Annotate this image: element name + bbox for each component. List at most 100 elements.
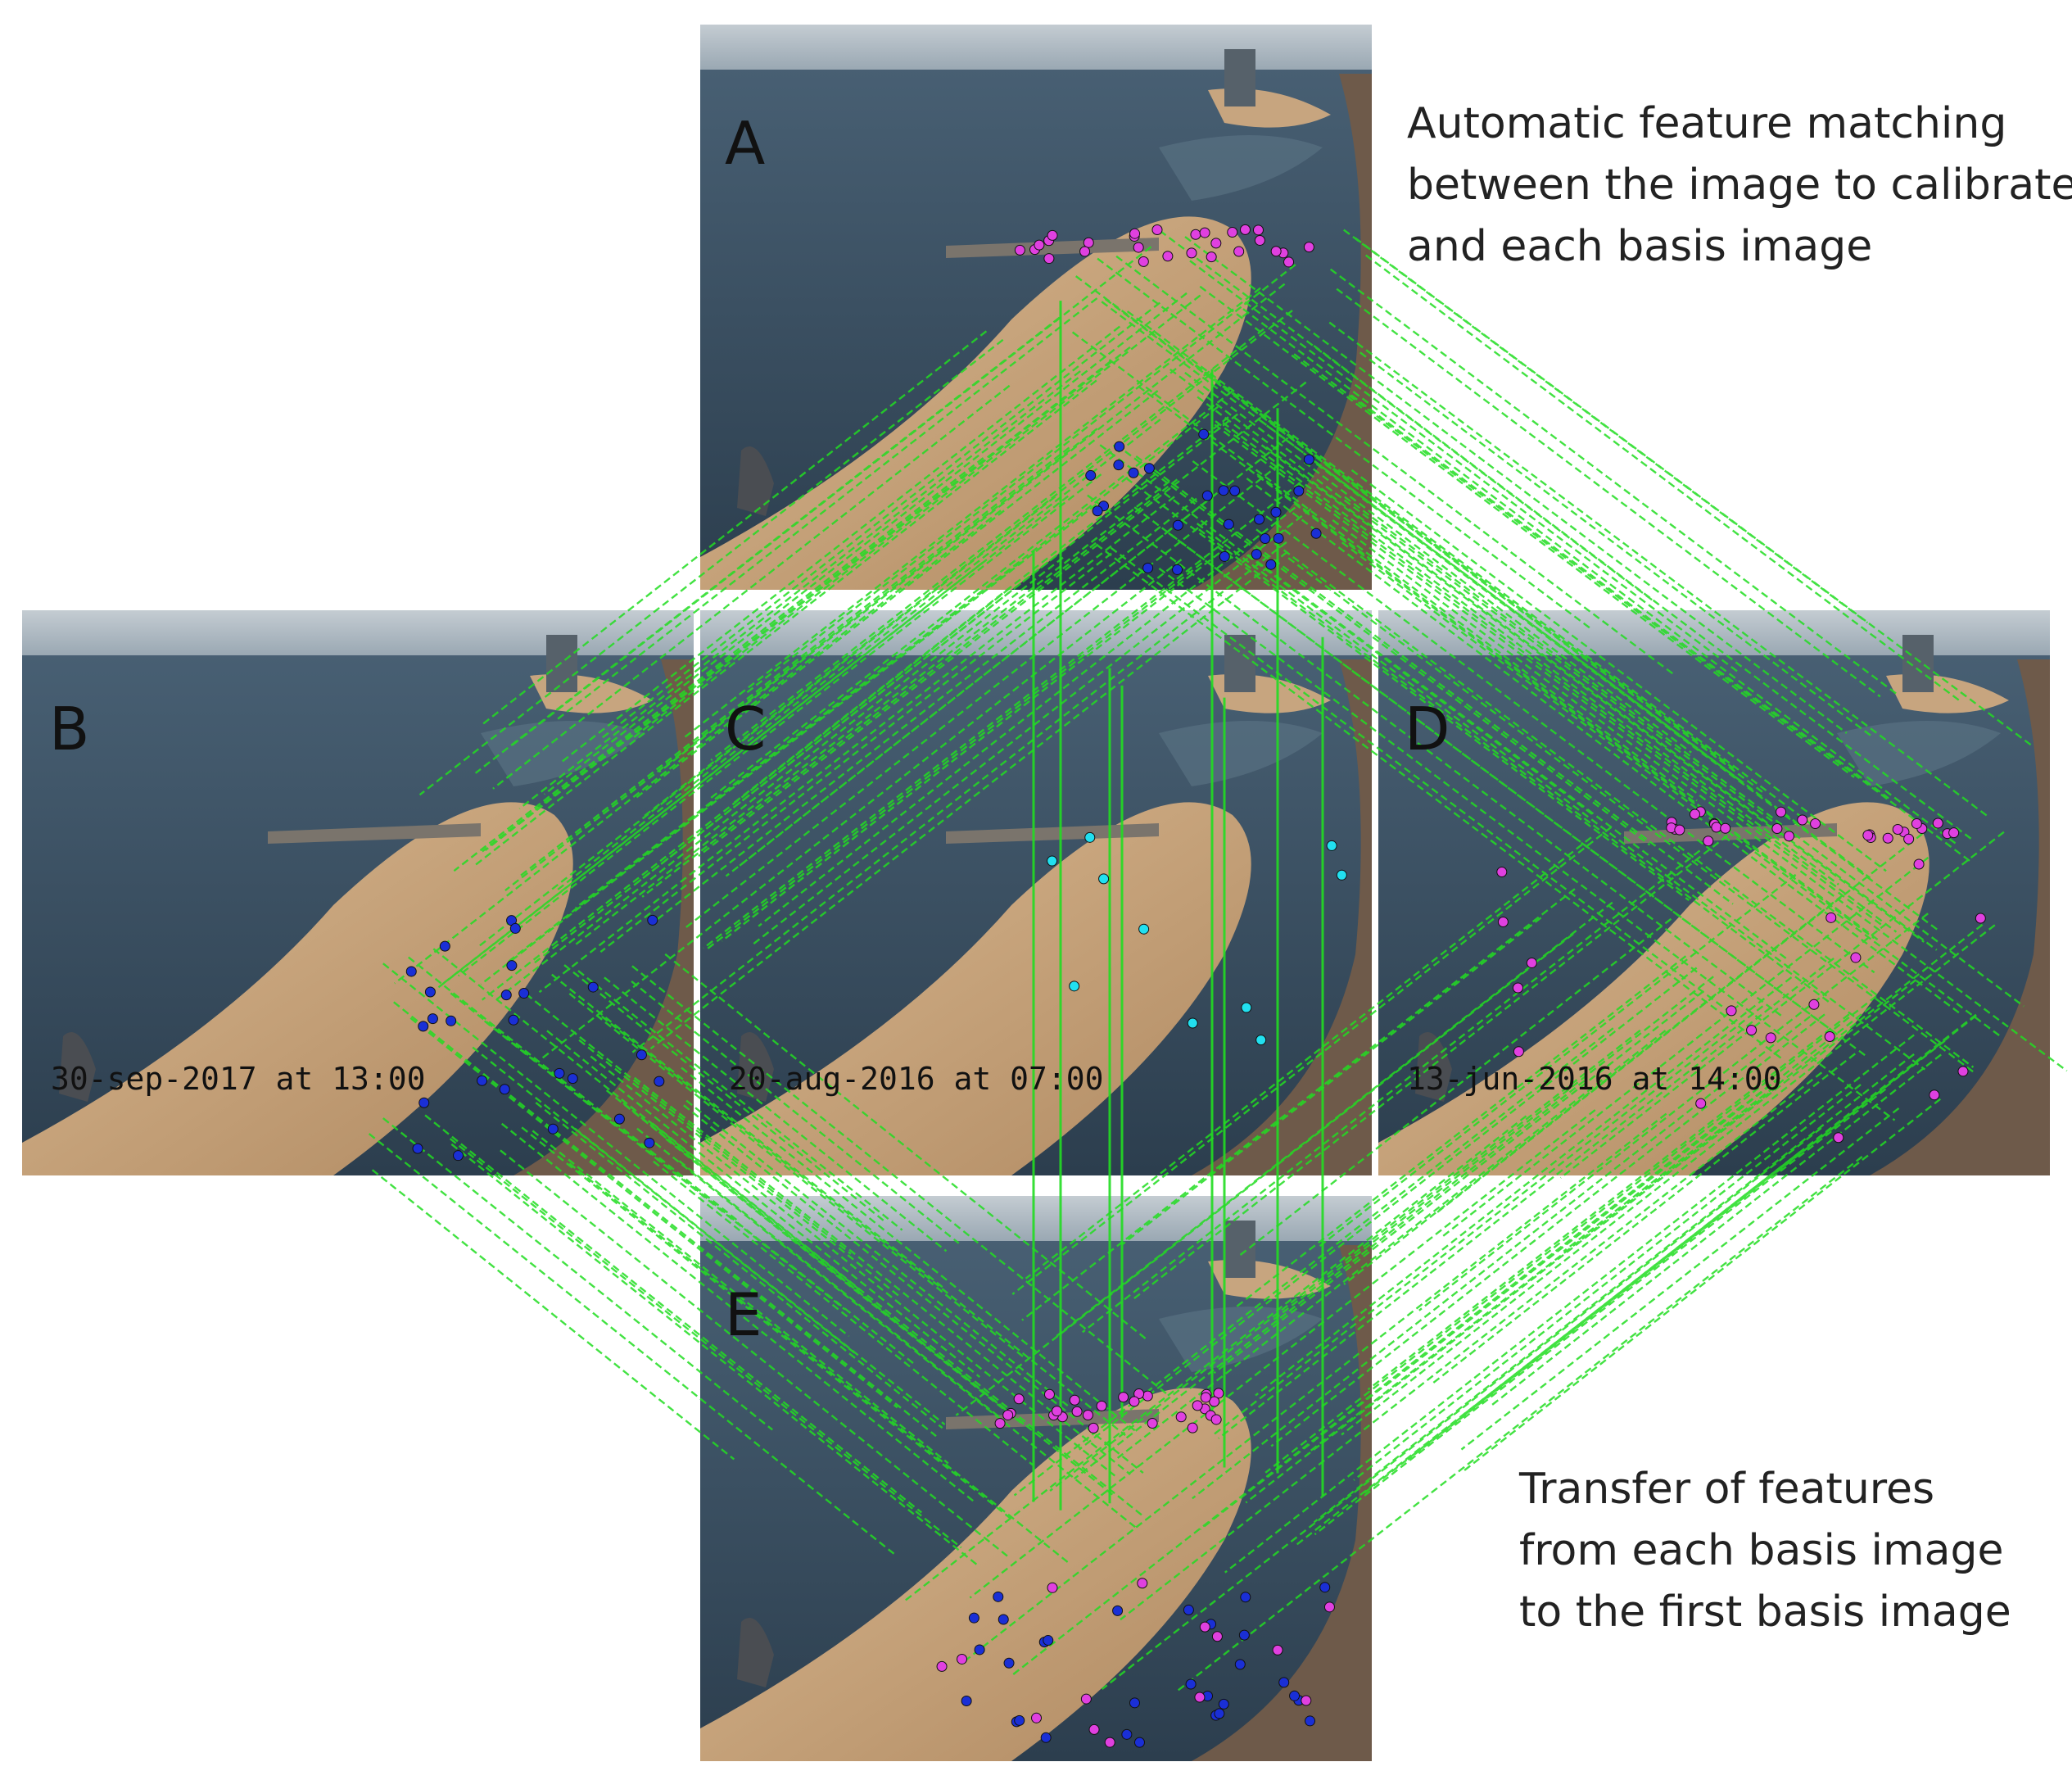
annotation-bottom-line-1: Transfer of features xyxy=(1518,1465,1934,1514)
feature-point xyxy=(1114,441,1125,452)
match-line xyxy=(721,552,1220,942)
feature-point xyxy=(405,966,417,977)
match-line xyxy=(500,1149,1008,1557)
feature-point xyxy=(1975,913,1986,924)
feature-point xyxy=(1808,999,1820,1010)
feature-point xyxy=(1014,1714,1025,1726)
panel-label-c: C xyxy=(725,695,766,763)
feature-point xyxy=(1118,1392,1129,1403)
match-line xyxy=(371,1169,735,1461)
match-line xyxy=(1462,1098,1942,1473)
feature-point xyxy=(1142,1390,1153,1402)
match-line xyxy=(453,457,984,872)
match-line xyxy=(1313,1053,1915,1524)
match-line xyxy=(902,1115,1527,1604)
feature-point xyxy=(1892,823,1903,835)
annotation-top-line-2: between the image to calibrate xyxy=(1407,161,2072,210)
match-line xyxy=(605,1089,1025,1425)
match-line xyxy=(1265,446,1938,951)
match-line xyxy=(432,495,1069,994)
feature-point xyxy=(1272,1644,1283,1655)
annotation-top-line-3: and each basis image xyxy=(1407,222,1872,271)
feature-point xyxy=(1825,912,1837,923)
match-line xyxy=(495,556,1064,1001)
feature-point xyxy=(1198,428,1210,440)
match-line xyxy=(1559,831,2005,1179)
feature-point xyxy=(1303,242,1314,253)
match-line xyxy=(738,437,1289,867)
match-line xyxy=(1158,567,1896,1121)
feature-point xyxy=(1187,1017,1198,1029)
match-line xyxy=(1270,1013,1825,1447)
panel-label-e: E xyxy=(725,1280,762,1349)
match-line xyxy=(1343,229,1869,624)
feature-point xyxy=(1239,224,1251,235)
match-line xyxy=(649,551,1288,1050)
feature-point xyxy=(1138,923,1150,935)
feature-point xyxy=(1797,814,1808,826)
feature-point xyxy=(936,1660,948,1672)
match-line xyxy=(1430,1053,1856,1386)
feature-point xyxy=(1175,1411,1187,1423)
feature-point xyxy=(974,1644,985,1655)
match-line xyxy=(1218,957,1834,1439)
match-line xyxy=(703,482,1301,949)
feature-point xyxy=(1052,1406,1063,1417)
match-line xyxy=(500,1122,976,1504)
feature-point xyxy=(1047,855,1058,867)
match-line xyxy=(636,1127,1136,1529)
feature-point xyxy=(1765,1032,1776,1044)
match-line xyxy=(1056,901,1613,1337)
feature-point xyxy=(418,1097,430,1108)
match-line xyxy=(731,416,1229,806)
feature-point xyxy=(1227,227,1238,238)
feature-point xyxy=(1096,1400,1107,1411)
match-line xyxy=(633,294,1201,738)
feature-point xyxy=(1085,469,1097,481)
feature-point xyxy=(1162,251,1174,262)
feature-point xyxy=(1319,1582,1331,1593)
match-line xyxy=(1264,995,1877,1474)
feature-point xyxy=(1069,1394,1080,1406)
feature-point xyxy=(1210,1414,1222,1425)
match-line xyxy=(641,478,1179,898)
match-line xyxy=(543,292,1188,795)
match-line xyxy=(1101,1127,1822,1690)
feature-point xyxy=(1199,1621,1210,1633)
match-line xyxy=(1563,923,1984,1252)
feature-point xyxy=(1526,957,1537,968)
feature-point xyxy=(509,922,521,934)
feature-point xyxy=(1310,528,1322,539)
match-line xyxy=(568,1162,1071,1565)
match-line xyxy=(631,980,960,1244)
match-line xyxy=(1049,1029,1641,1492)
match-line xyxy=(534,548,1065,964)
match-line xyxy=(1138,385,1875,940)
match-line xyxy=(483,1020,846,1311)
match-line xyxy=(649,497,1197,926)
feature-point xyxy=(1190,229,1201,240)
match-line xyxy=(1293,353,1971,863)
feature-point xyxy=(1948,827,1960,839)
match-line xyxy=(631,541,1287,1053)
match-line xyxy=(1460,1107,1900,1451)
match-line xyxy=(1222,421,1839,885)
feature-point xyxy=(993,1591,1004,1602)
match-line xyxy=(394,510,1002,985)
timestamp-c: 20-aug-2016 at 07:00 xyxy=(729,1061,1104,1097)
match-line xyxy=(472,1046,858,1357)
match-line xyxy=(1260,419,1871,879)
feature-point xyxy=(1273,532,1284,544)
match-line xyxy=(684,287,1261,738)
match-line xyxy=(1199,285,1855,778)
match-line xyxy=(1344,496,2024,1008)
feature-point xyxy=(1192,1400,1203,1411)
feature-point xyxy=(1512,982,1523,994)
match-line xyxy=(409,1017,898,1409)
match-line xyxy=(577,970,903,1231)
match-line xyxy=(634,1076,1131,1475)
feature-point xyxy=(1233,246,1245,257)
match-line xyxy=(1329,268,1898,695)
feature-point xyxy=(1305,1715,1316,1727)
match-line xyxy=(1196,523,1926,1071)
